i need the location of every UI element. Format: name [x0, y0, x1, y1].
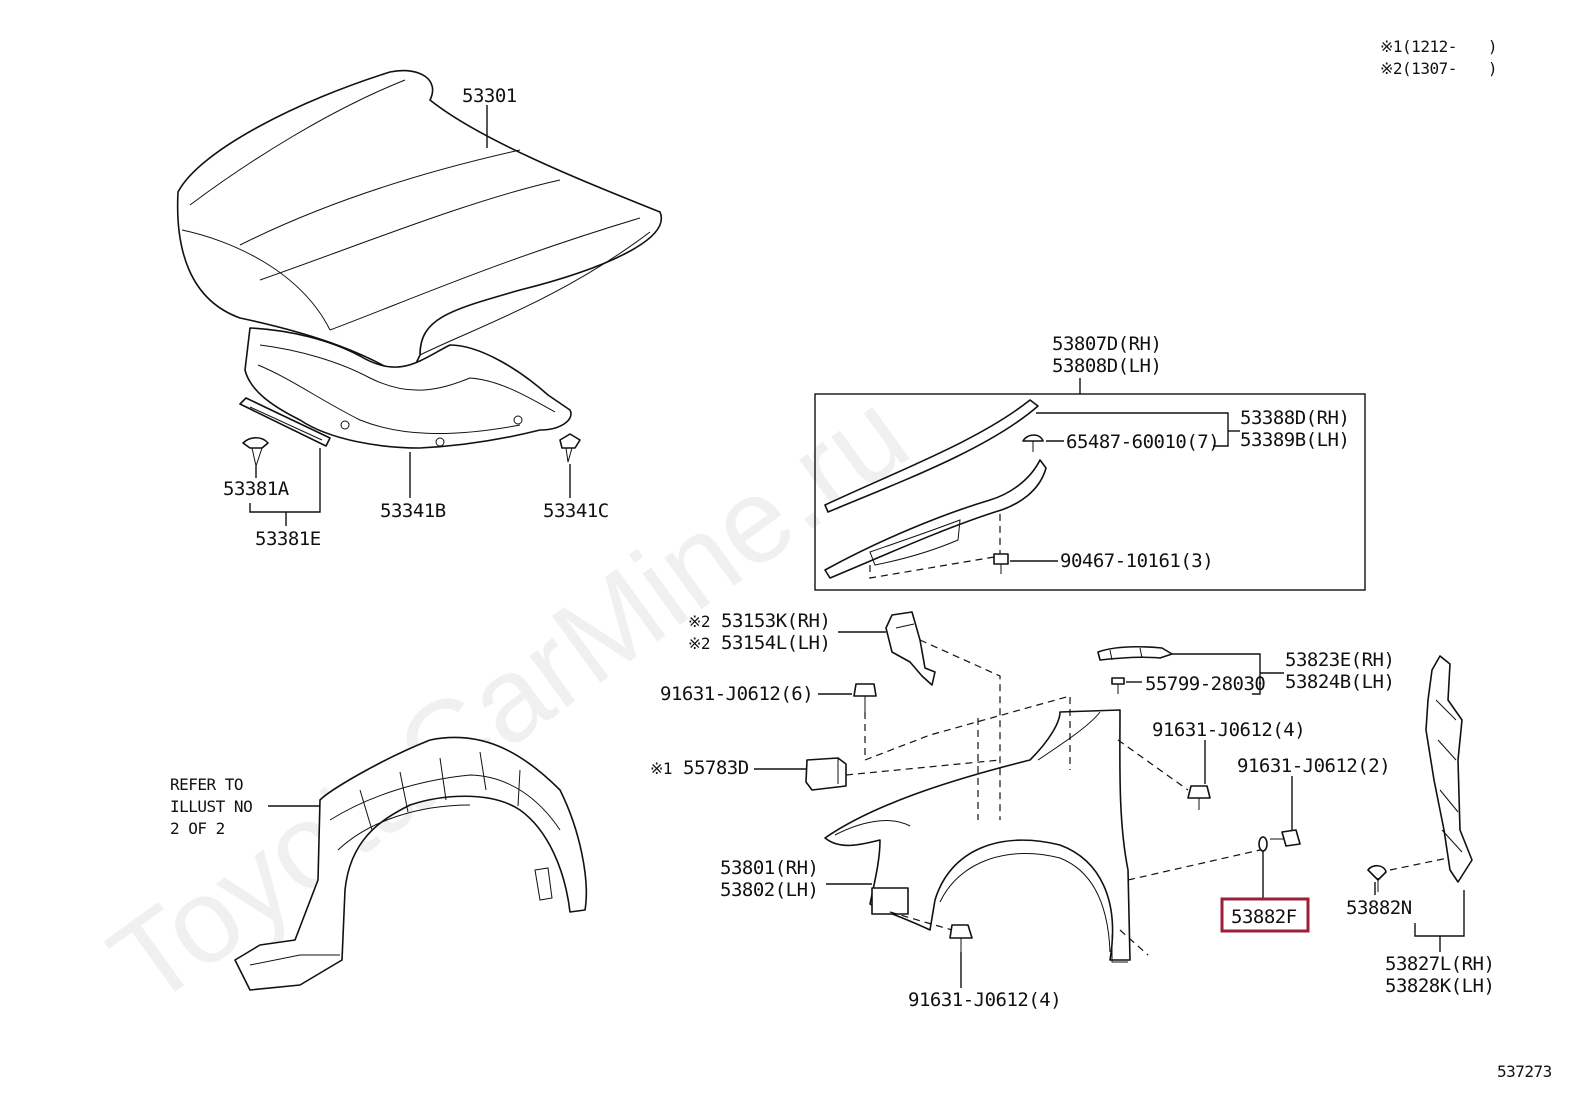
label-53153k-rh: 53153K(RH)	[721, 610, 830, 632]
label-91631-j0612-6: 91631-J0612(6)	[660, 683, 813, 705]
label-65487-60010: 65487-60010(7)	[1066, 431, 1219, 453]
label-53154l-lh: 53154L(LH)	[721, 632, 830, 654]
label-55783d: 55783D	[683, 757, 749, 779]
label-53801-rh: 53801(RH)	[720, 857, 818, 879]
label-53802-lh: 53802(LH)	[720, 879, 818, 901]
legend-range-2: (1307- )	[1402, 59, 1497, 78]
label-55799-28030: 55799-28030	[1145, 673, 1265, 695]
label-53341b: 53341B	[380, 500, 446, 522]
label-53341c: 53341C	[543, 500, 609, 522]
bolt-2-drawing	[1270, 829, 1301, 847]
label-53808d-lh: 53808D(LH)	[1052, 355, 1161, 377]
label-53301: 53301	[462, 85, 517, 107]
bolt-top-drawing	[1187, 785, 1211, 810]
label-91631-j0612-4-bottom: 91631-J0612(4)	[908, 989, 1061, 1011]
fender-liner-drawing	[234, 736, 588, 991]
label-53882f: 53882F	[1231, 906, 1297, 928]
clip-53381a-drawing	[242, 436, 269, 468]
legend: ※1(1212- ) ※2(1307- )	[1380, 37, 1497, 78]
rear-seal-drawing	[1425, 655, 1473, 883]
mark-m1: ※1	[650, 759, 672, 778]
label-53827l-rh: 53827L(RH)	[1385, 953, 1494, 975]
seal-assy-box	[814, 393, 1366, 591]
label-53388d-rh: 53388D(RH)	[1240, 407, 1349, 429]
label-53807d-rh: 53807D(RH)	[1052, 333, 1161, 355]
refer-note-line-1: REFER TO	[170, 775, 243, 794]
clip-53882n-drawing	[1367, 864, 1387, 892]
refer-note: REFER TO ILLUST NO 2 OF 2	[170, 775, 253, 838]
legend-mark-1: ※1	[1380, 37, 1402, 56]
label-91631-j0612-2: 91631-J0612(2)	[1237, 755, 1390, 777]
label-53882n: 53882N	[1346, 897, 1412, 919]
clip-55799-drawing	[1111, 677, 1125, 694]
label-90467-10161: 90467-10161(3)	[1060, 550, 1213, 572]
hood-insulator-drawing	[244, 327, 572, 449]
bolt-bottom-drawing	[949, 924, 973, 952]
highlight-box-53882f	[1220, 897, 1310, 933]
protector-drawing	[1097, 646, 1173, 661]
cushion-drawing	[805, 757, 847, 791]
label-53381a: 53381A	[223, 478, 290, 500]
clip-53341c-drawing	[559, 433, 581, 463]
clip-65487-drawing	[1022, 434, 1044, 452]
svg-text:※1(1212- ): ※1(1212- )	[1380, 37, 1497, 56]
label-53823e-rh: 53823E(RH)	[1285, 649, 1394, 671]
legend-range-1: (1212- )	[1402, 37, 1497, 56]
cowl-seal-drawing	[824, 399, 1047, 579]
label-53389b-lh: 53389B(LH)	[1240, 429, 1349, 451]
fender-bracket-drawing	[885, 611, 936, 686]
fender-drawing	[824, 709, 1131, 963]
label-53828k-lh: 53828K(LH)	[1385, 975, 1494, 997]
label-91631-j0612-4-top: 91631-J0612(4)	[1152, 719, 1305, 741]
hood-drawing	[176, 69, 663, 381]
washer-drawing	[1258, 836, 1268, 852]
label-53381e: 53381E	[255, 528, 321, 550]
refer-note-line-3: 2 OF 2	[170, 819, 225, 838]
clip-90467-drawing	[993, 553, 1009, 574]
seal-strip-drawing	[239, 397, 331, 447]
label-53824b-lh: 53824B(LH)	[1285, 671, 1394, 693]
legend-mark-2: ※2	[1380, 59, 1402, 78]
mark-m2-b: ※2	[688, 634, 710, 653]
mark-m2-a: ※2	[688, 612, 710, 631]
svg-text:※2(1307- ): ※2(1307- )	[1380, 59, 1497, 78]
refer-note-line-2: ILLUST NO	[170, 797, 252, 816]
bolt-6-drawing	[853, 683, 877, 712]
diagram-number: 537273	[1497, 1062, 1552, 1081]
